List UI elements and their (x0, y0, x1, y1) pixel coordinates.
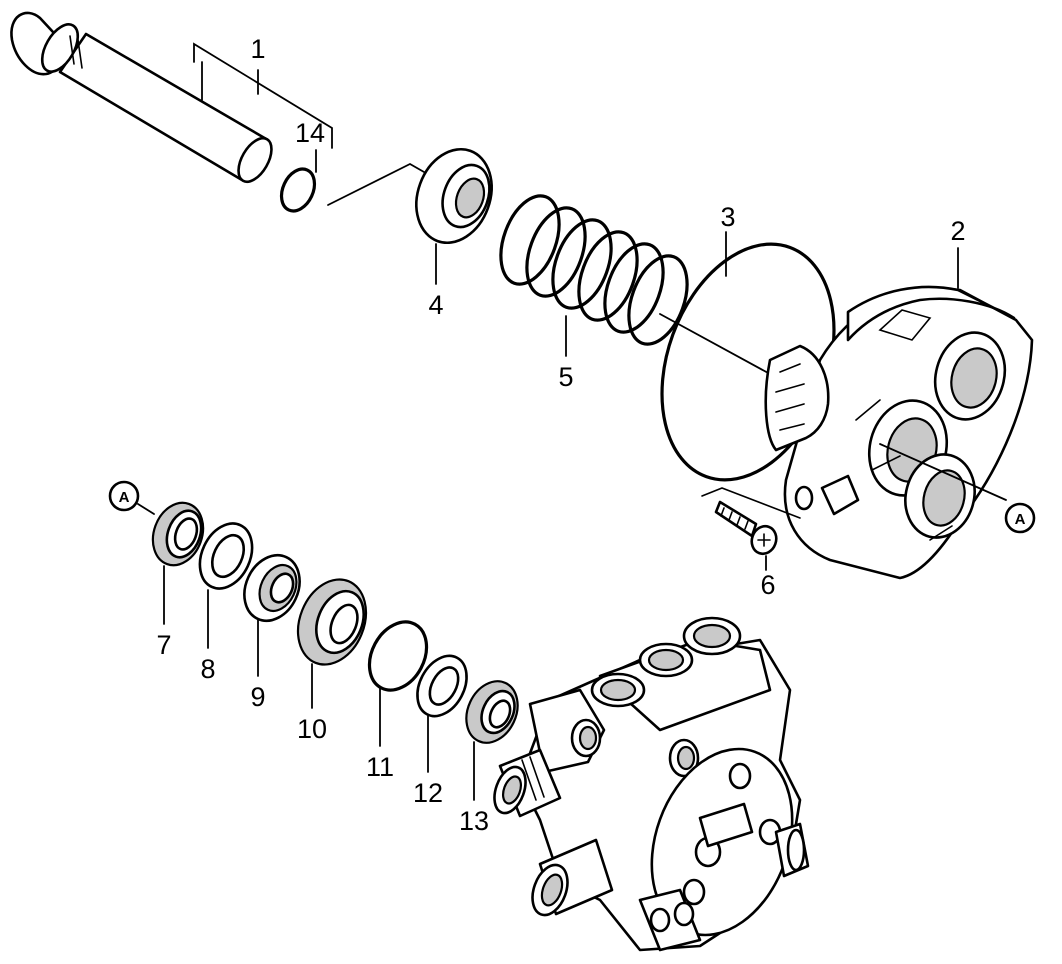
callout-9: 9 (250, 682, 265, 712)
callout-3: 3 (720, 202, 735, 232)
marker-a-left: A (108, 480, 155, 515)
pump-housing (493, 616, 810, 952)
part-10-seal (296, 578, 368, 709)
callout-8: 8 (200, 654, 215, 684)
marker-a-right-label: A (1015, 511, 1026, 528)
part-6-screw (701, 487, 801, 571)
part-7-seal (151, 501, 205, 625)
marker-a-left-label: A (119, 489, 130, 506)
callout-14: 14 (295, 118, 325, 148)
callout-12: 12 (413, 778, 443, 808)
part-4-seal (415, 147, 493, 285)
part-11-oring (367, 620, 429, 747)
callout-1: 1 (250, 34, 265, 64)
callout-5: 5 (558, 362, 573, 392)
part-2-head-plate (764, 247, 1034, 580)
callout-2: 2 (950, 216, 965, 246)
part-12-washer (416, 654, 468, 773)
callout-7: 7 (156, 630, 171, 660)
callout-4: 4 (428, 290, 443, 320)
part-5-spring (499, 194, 771, 375)
callout-1-bracket (193, 42, 425, 206)
callout-6: 6 (760, 570, 775, 600)
part-9-bushing (243, 553, 301, 677)
callout-10: 10 (297, 714, 327, 744)
callout-numbers: 1 14 4 5 3 2 6 7 8 9 10 11 12 13 (156, 34, 965, 836)
part-8-washer (198, 522, 254, 649)
part-1-piston (10, 11, 273, 184)
marker-a-right: A (1004, 502, 1036, 534)
callout-13: 13 (459, 806, 489, 836)
part-14-oring (279, 167, 317, 213)
part-13-seal (465, 680, 519, 801)
callout-11: 11 (366, 752, 394, 782)
